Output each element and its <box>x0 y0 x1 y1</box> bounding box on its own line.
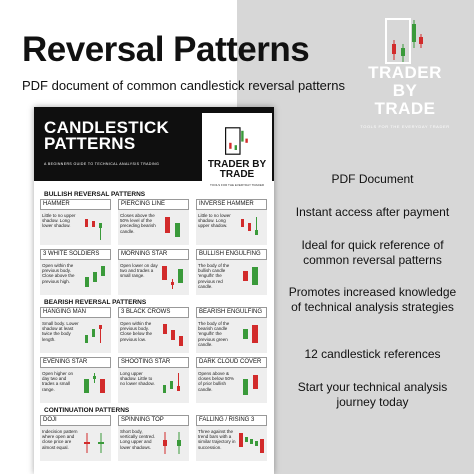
candlestick-icon <box>84 373 105 393</box>
pattern-card: SPINNING TOP Short body, vertically cent… <box>118 415 189 461</box>
candlestick-icon <box>85 266 105 287</box>
candlestick-icon <box>243 267 258 285</box>
pattern-name: HANGING MAN <box>40 307 111 318</box>
pattern-card: BULLISH ENGULFING The body of the bullis… <box>196 249 267 295</box>
pattern-card: FALLING / RISING 3 Three against the tre… <box>196 415 267 461</box>
pattern-name: MORNING STAR <box>118 249 189 260</box>
pattern-description: Small body. Lower shadow at least twice … <box>42 321 79 342</box>
pattern-description: Little to no lower shadow. Long upper sh… <box>198 213 231 229</box>
pattern-card: DOJI Indecision pattern where open and c… <box>40 415 111 461</box>
candlestick-chart-icon <box>225 127 248 155</box>
candlestick-chart-icon <box>385 18 423 64</box>
pattern-name: SHOOTING STAR <box>118 357 189 368</box>
document-title-line2: PATTERNS <box>44 134 136 153</box>
pattern-card: HANGING MAN Small body. Lower shadow at … <box>40 307 111 353</box>
feature-item: PDF Document <box>331 172 414 186</box>
pattern-description: Indecision pattern where open and close … <box>42 429 78 450</box>
pattern-card: HAMMER Little to no upper shadow. Long l… <box>40 199 111 245</box>
pattern-description: Little to no upper shadow. Long lower sh… <box>42 213 76 229</box>
document-logo-tagline: TOOLS FOR THE EVERYDAY TRADER <box>209 183 264 187</box>
document-logo-line2: TRADE <box>219 169 255 180</box>
feature-item: 12 candlestick references <box>304 347 441 361</box>
pattern-description: The body of the bullish candle 'engulfs'… <box>198 263 230 289</box>
document-title-line1: CANDLESTICK <box>44 118 170 137</box>
pattern-name: FALLING / RISING 3 <box>196 415 267 426</box>
brand-name-line2: TRADE <box>374 99 436 118</box>
pattern-description: Short body, vertically centred. Long upp… <box>120 429 156 450</box>
candlestick-icon <box>243 375 258 395</box>
pattern-name: SPINNING TOP <box>118 415 189 426</box>
document-title: CANDLESTICK PATTERNS <box>44 118 170 153</box>
brand-tagline: TOOLS FOR THE EVERYDAY TRADER <box>360 124 450 129</box>
doji-icon <box>84 433 104 453</box>
pattern-card: PIERCING LINE Closes above the 50% level… <box>118 199 189 245</box>
pattern-description: Opens above & closes below 50% of prior … <box>198 371 235 392</box>
pattern-name: DOJI <box>40 415 111 426</box>
spinning-top-icon <box>163 432 181 454</box>
brand-name-line1: TRADER BY <box>368 63 442 100</box>
pattern-card: DARK CLOUD COVER Opens above & closes be… <box>196 357 267 403</box>
pattern-name: INVERSE HAMMER <box>196 199 267 210</box>
pattern-card: INVERSE HAMMER Little to no lower shadow… <box>196 199 267 245</box>
section-continuation-title: CONTINUATION PATTERNS <box>44 407 130 414</box>
section-bullish-title: BULLISH REVERSAL PATTERNS <box>44 191 146 198</box>
pattern-name: 3 WHITE SOLDIERS <box>40 249 111 260</box>
feature-item: Start your technical analysis journey to… <box>297 380 448 409</box>
candlestick-icon <box>239 433 264 453</box>
brand-logo: TRADER BY TRADE TOOLS FOR THE EVERYDAY T… <box>360 18 450 129</box>
document-logo-line1: TRADER BY <box>207 159 267 170</box>
pattern-card: EVENING STAR Open higher on day two and … <box>40 357 111 403</box>
section-bearish-title: BEARISH REVERSAL PATTERNS <box>44 299 147 306</box>
candlestick-icon <box>162 266 183 289</box>
pattern-description: Open within the previous body. Close abo… <box>42 263 75 284</box>
candlestick-icon <box>163 373 180 393</box>
pattern-card: 3 BLACK CROWS Open within the previous b… <box>118 307 189 353</box>
pattern-description: Open lower on day two and trades a small… <box>120 263 158 279</box>
document-preview: CANDLESTICK PATTERNS A BEGINNERS GUIDE T… <box>34 107 274 474</box>
pattern-name: BEARISH ENGULFING <box>196 307 267 318</box>
pattern-card: MORNING STAR Open lower on day two and t… <box>118 249 189 295</box>
pattern-description: Open higher on day two and trades a smal… <box>42 371 74 392</box>
document-logo: TRADER BY TRADE TOOLS FOR THE EVERYDAY T… <box>202 113 272 187</box>
pattern-name: BULLISH ENGULFING <box>196 249 267 260</box>
pattern-description: Closes above the 50% level of the preced… <box>120 213 156 234</box>
candlestick-icon <box>243 325 258 343</box>
pattern-description: Three against the trend bars with a simi… <box>198 429 236 450</box>
right-panel-background <box>237 0 474 474</box>
document-subtitle: A BEGINNERS GUIDE TO TECHNICAL ANALYSIS … <box>44 162 160 166</box>
candlestick-icon <box>165 217 180 237</box>
candlestick-icon <box>163 324 183 346</box>
page-title: Reversal Patterns <box>22 30 310 69</box>
pattern-card: 3 WHITE SOLDIERS Open within the previou… <box>40 249 111 295</box>
page-subtitle: PDF document of common candlestick rever… <box>22 78 345 93</box>
pattern-name: HAMMER <box>40 199 111 210</box>
pattern-name: 3 BLACK CROWS <box>118 307 189 318</box>
pattern-name: DARK CLOUD COVER <box>196 357 267 368</box>
pattern-description: Long upper shadow. Little to no lower sh… <box>120 371 155 387</box>
pattern-description: Open within the previous body. Close bel… <box>120 321 153 342</box>
candlestick-icon <box>241 217 258 235</box>
candlestick-icon <box>85 219 102 240</box>
pattern-name: PIERCING LINE <box>118 199 189 210</box>
pattern-card: SHOOTING STAR Long upper shadow. Little … <box>118 357 189 403</box>
candlestick-icon <box>85 325 102 343</box>
pattern-description: The body of the bearish candle 'engulfs'… <box>198 321 230 347</box>
pattern-name: EVENING STAR <box>40 357 111 368</box>
pattern-card: BEARISH ENGULFING The body of the bearis… <box>196 307 267 353</box>
feature-item: Promotes increased knowledge of technica… <box>288 285 457 314</box>
feature-item: Ideal for quick reference of common reve… <box>301 238 444 267</box>
feature-item: Instant access after payment <box>295 205 450 219</box>
